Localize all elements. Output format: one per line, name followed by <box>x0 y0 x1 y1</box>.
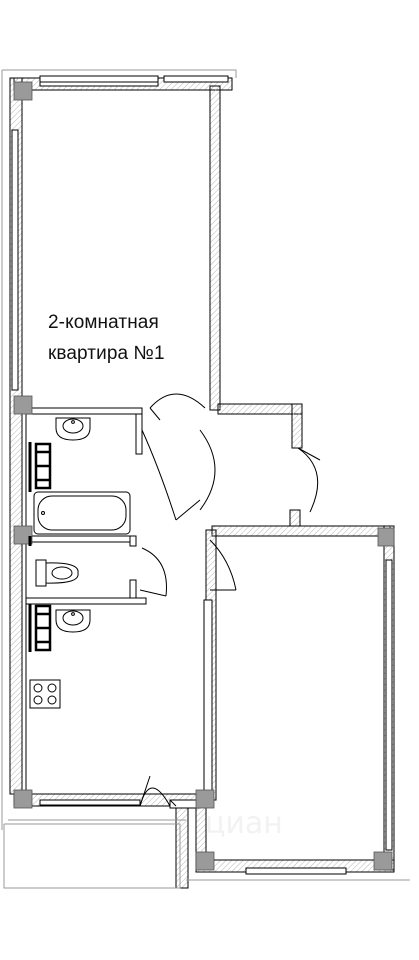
apartment-title-line-1: 2-комнатная <box>48 312 159 333</box>
partition-walls <box>21 407 213 809</box>
plumbing-fixtures <box>29 417 131 709</box>
watermark: циан <box>205 806 283 841</box>
apartment-title-line-2: квартира №1 <box>48 343 165 364</box>
exterior-walls <box>9 77 395 889</box>
boundary-lines <box>1 69 410 889</box>
door-swings <box>139 393 321 807</box>
windows <box>11 75 393 875</box>
towel-radiators <box>34 442 52 652</box>
columns <box>13 81 395 871</box>
